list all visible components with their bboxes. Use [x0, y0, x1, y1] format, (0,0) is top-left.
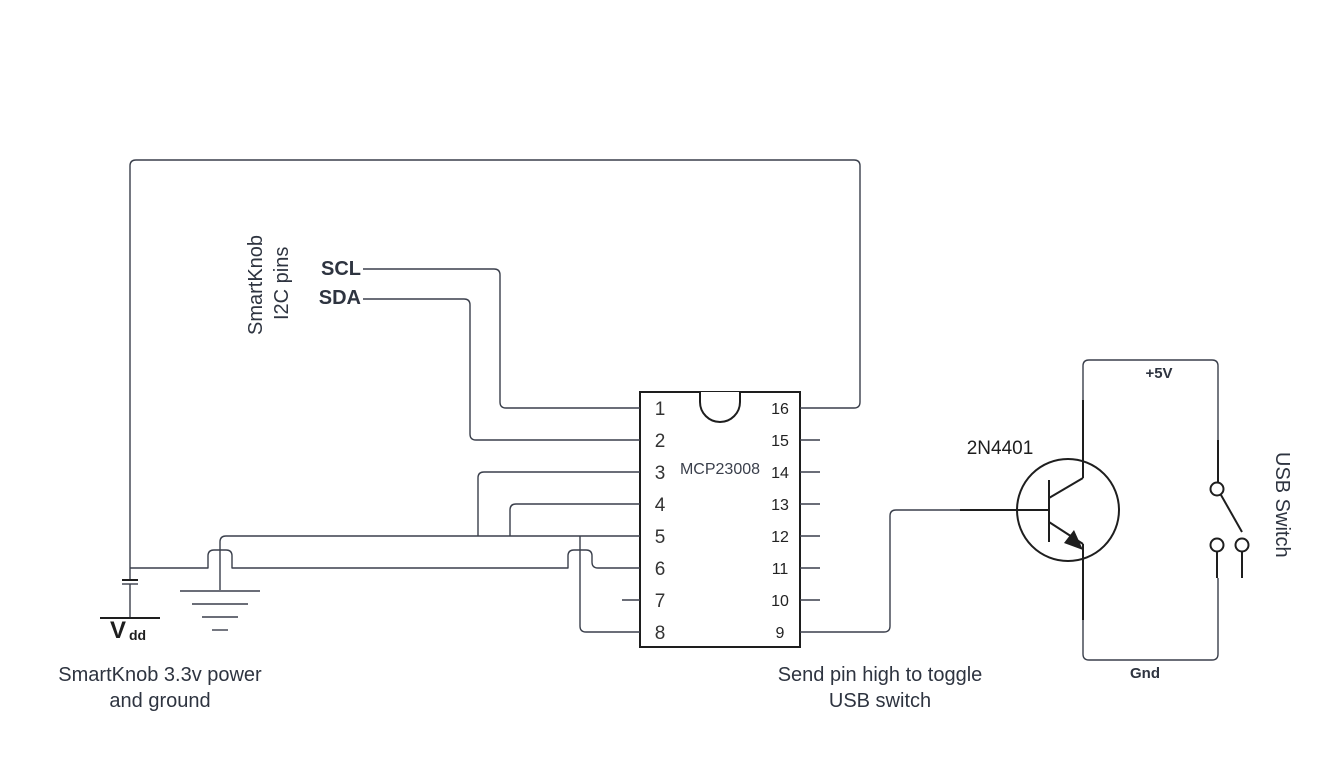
pin-number-8: 8	[655, 623, 666, 644]
pin-number-6: 6	[655, 559, 666, 580]
power-note-line1: SmartKnob 3.3v power	[58, 664, 262, 686]
vdd-label-main: V	[110, 617, 126, 644]
usb-switch-symbol	[1209, 440, 1250, 578]
chip-notch	[699, 392, 741, 423]
pin-number-13: 13	[771, 497, 789, 514]
wire-pin9-to-base	[820, 509, 960, 633]
wire-vdd-bus-pin6	[130, 549, 622, 569]
chip-label: MCP23008	[680, 461, 760, 478]
wires	[129, 159, 1219, 661]
chip-body	[639, 391, 801, 648]
switch-lever	[1220, 494, 1243, 533]
chip-right-pin-stubs	[800, 407, 820, 633]
pin-number-3: 3	[655, 463, 666, 484]
pin-number-16: 16	[771, 401, 789, 418]
i2c-label-line2: I2C pins	[271, 247, 293, 320]
chip-right-pin-numbers: 16 15 14 13 12 11 10 9	[771, 401, 789, 642]
wire-scl-to-pin1	[363, 268, 622, 409]
send-note-line1: Send pin high to toggle	[778, 664, 983, 686]
usb-switch-label: USB Switch	[1271, 452, 1293, 558]
wire-vdd-to-pin16	[129, 159, 861, 580]
wire-emitter-to-switch	[1082, 578, 1219, 661]
pin-number-9: 9	[776, 625, 785, 642]
i2c-label-line1: SmartKnob	[245, 235, 267, 335]
vdd-symbol: V dd	[100, 579, 160, 644]
transistor-collector-diag	[1048, 477, 1084, 499]
plus5v-label: +5V	[1145, 365, 1172, 382]
scl-label: SCL	[321, 258, 361, 280]
transistor-2n4401	[960, 400, 1120, 620]
pin-number-4: 4	[655, 495, 666, 516]
pin-number-11: 11	[772, 561, 789, 578]
sda-label: SDA	[319, 287, 361, 309]
annotations: SmartKnob I2C pins SCL SDA SmartKnob 3.3…	[58, 235, 1293, 712]
chip-left-pin-stubs	[622, 407, 640, 633]
ground-symbol	[180, 590, 260, 631]
transistor-emitter-arrow	[1064, 530, 1083, 550]
pin-number-14: 14	[771, 465, 789, 482]
transistor-label: 2N4401	[967, 438, 1034, 459]
pin-number-2: 2	[655, 431, 666, 452]
pin-number-1: 1	[655, 399, 666, 420]
wire-collector-to-switch	[1082, 359, 1219, 440]
vdd-label-sub: dd	[129, 627, 146, 643]
pin-number-5: 5	[655, 527, 666, 548]
switch-bottom-left-contact	[1209, 537, 1225, 553]
chip-left-pin-numbers: 1 2 3 4 5 6 7 8	[655, 399, 666, 644]
send-note-line2: USB switch	[829, 690, 931, 712]
wire-pin3	[477, 471, 622, 536]
pin-number-10: 10	[771, 593, 789, 610]
switch-bottom-right-contact	[1234, 537, 1250, 553]
pin-number-12: 12	[771, 529, 789, 546]
gnd-label: Gnd	[1130, 665, 1160, 682]
switch-top-contact	[1209, 481, 1225, 497]
power-note-line2: and ground	[109, 690, 210, 712]
wire-ground-bus-pin5	[219, 535, 622, 590]
mcp23008-chip: MCP23008 1 2 3 4	[622, 391, 820, 648]
wire-sda-to-pin2	[363, 298, 622, 441]
pin-number-7: 7	[655, 591, 666, 612]
wire-pin8	[579, 536, 622, 633]
wire-pin4	[509, 503, 622, 536]
pin-number-15: 15	[771, 433, 789, 450]
